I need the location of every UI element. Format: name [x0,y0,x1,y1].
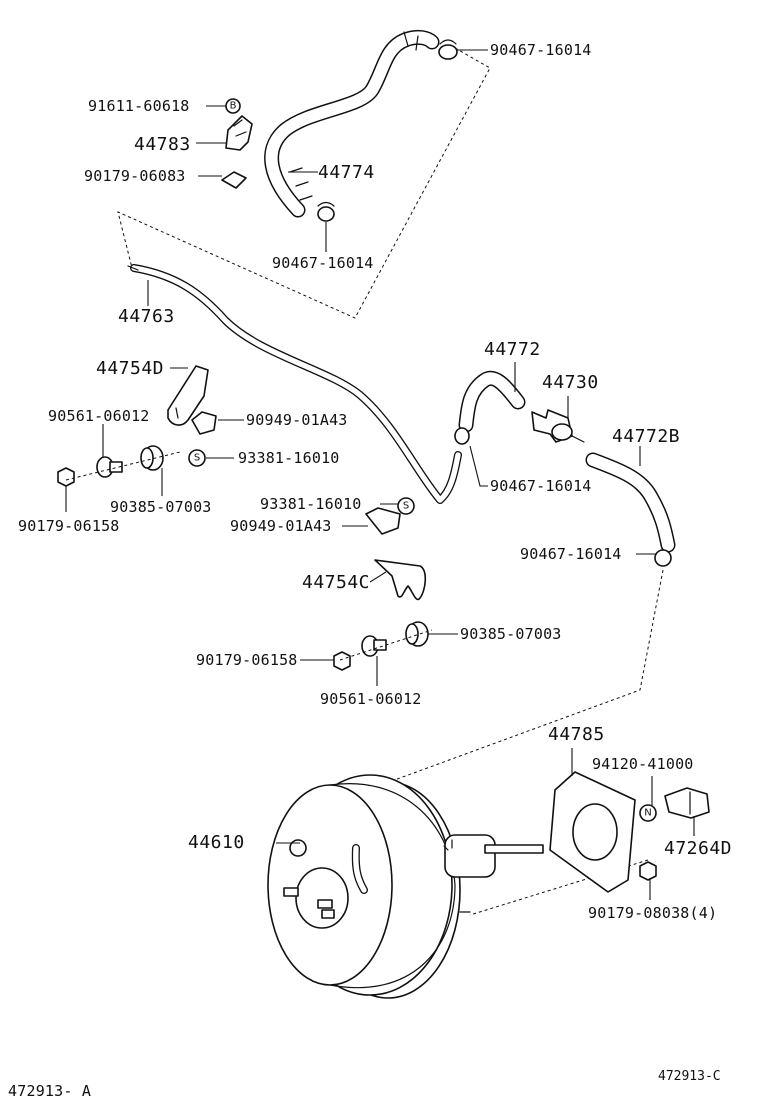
hose-clamp-middle [317,201,335,222]
label-90467-16014-top: 90467-16014 [490,41,592,59]
symbol-b: B [230,101,237,112]
clevis-47264D [664,787,710,819]
label-44763: 44763 [118,306,175,327]
vacuum-hose-44772B [585,452,676,553]
vacuum-hose-44774 [264,29,440,218]
nut-90179-06158-lower [333,651,351,671]
grommet-90385-07003-upper [140,445,164,471]
label-44730: 44730 [542,372,599,393]
label-90561-06012-upper: 90561-06012 [48,407,150,425]
label-44610: 44610 [188,832,245,853]
brake-booster-44610 [267,774,544,999]
symbol-s-upper: S [194,453,200,464]
bracket-44754D [167,365,209,426]
symbol-n: N [644,808,651,819]
label-90561-06012-lower: 90561-06012 [320,690,422,708]
label-44783: 44783 [134,134,191,155]
gasket-44785 [549,771,636,893]
bracket-44754C [374,559,427,601]
label-44754D: 44754D [96,358,164,379]
label-90467-16014-mid: 90467-16014 [272,254,374,272]
label-44772: 44772 [484,339,541,360]
clamp-90949-01A43-lower [365,507,401,535]
label-47264D: 47264D [664,838,732,859]
label-94120-41000: 94120-41000 [592,755,694,773]
nut-90179-06158-upper [57,467,75,487]
label-44754C: 44754C [302,572,370,593]
washer-93381-16010-upper: S [188,449,206,467]
label-93381-16010-lower: 93381-16010 [260,495,362,513]
symbol-s-lower: S [403,501,409,512]
diagram-code-right: 472913-C [658,1069,721,1084]
label-90949-01A43-lower: 90949-01A43 [230,517,332,535]
nut-90179-08038 [639,861,657,881]
label-90179-06158-lower: 90179-06158 [196,651,298,669]
collar-90561-06012-upper [96,456,123,478]
bolt-91611-60618: B [225,98,241,114]
label-90179-06083: 90179-06083 [84,167,186,185]
label-91611-60618: 91611-60618 [88,97,190,115]
label-90467-16014-right: 90467-16014 [520,545,622,563]
leader-lines [65,49,695,900]
label-93381-16010-upper: 93381-16010 [238,449,340,467]
label-90385-07003-lower: 90385-07003 [460,625,562,643]
hose-clamp-right [654,549,672,567]
label-44772B: 44772B [612,426,680,447]
label-44785: 44785 [548,724,605,745]
hose-clamp-top [438,39,458,60]
label-90467-16014-valve: 90467-16014 [490,477,592,495]
part-labels: 90467-16014 91611-60618 44783 90179-0608… [8,41,732,1100]
check-valve-44730 [531,409,585,443]
vacuum-pipe-44763 [127,264,462,504]
collar-90561-06012-lower [361,635,387,657]
bracket-44783 [225,115,253,151]
label-44774: 44774 [318,162,375,183]
vacuum-hose-44772 [458,371,526,433]
nut-90179-06083 [221,171,247,189]
label-90949-01A43-upper: 90949-01A43 [246,411,348,429]
clamp-90949-01A43-upper [191,411,217,435]
nut-94120-41000: N [639,804,657,822]
hose-clamp-valve [454,427,470,445]
washer-93381-16010-lower: S [397,497,415,515]
label-90385-07003-upper: 90385-07003 [110,498,212,516]
grommet-90385-07003-lower [405,621,429,647]
diagram-code-left: 472913- A [8,1082,91,1100]
label-90179-08038: 90179-08038(4) [588,904,717,922]
label-90179-06158-upper: 90179-06158 [18,517,120,535]
